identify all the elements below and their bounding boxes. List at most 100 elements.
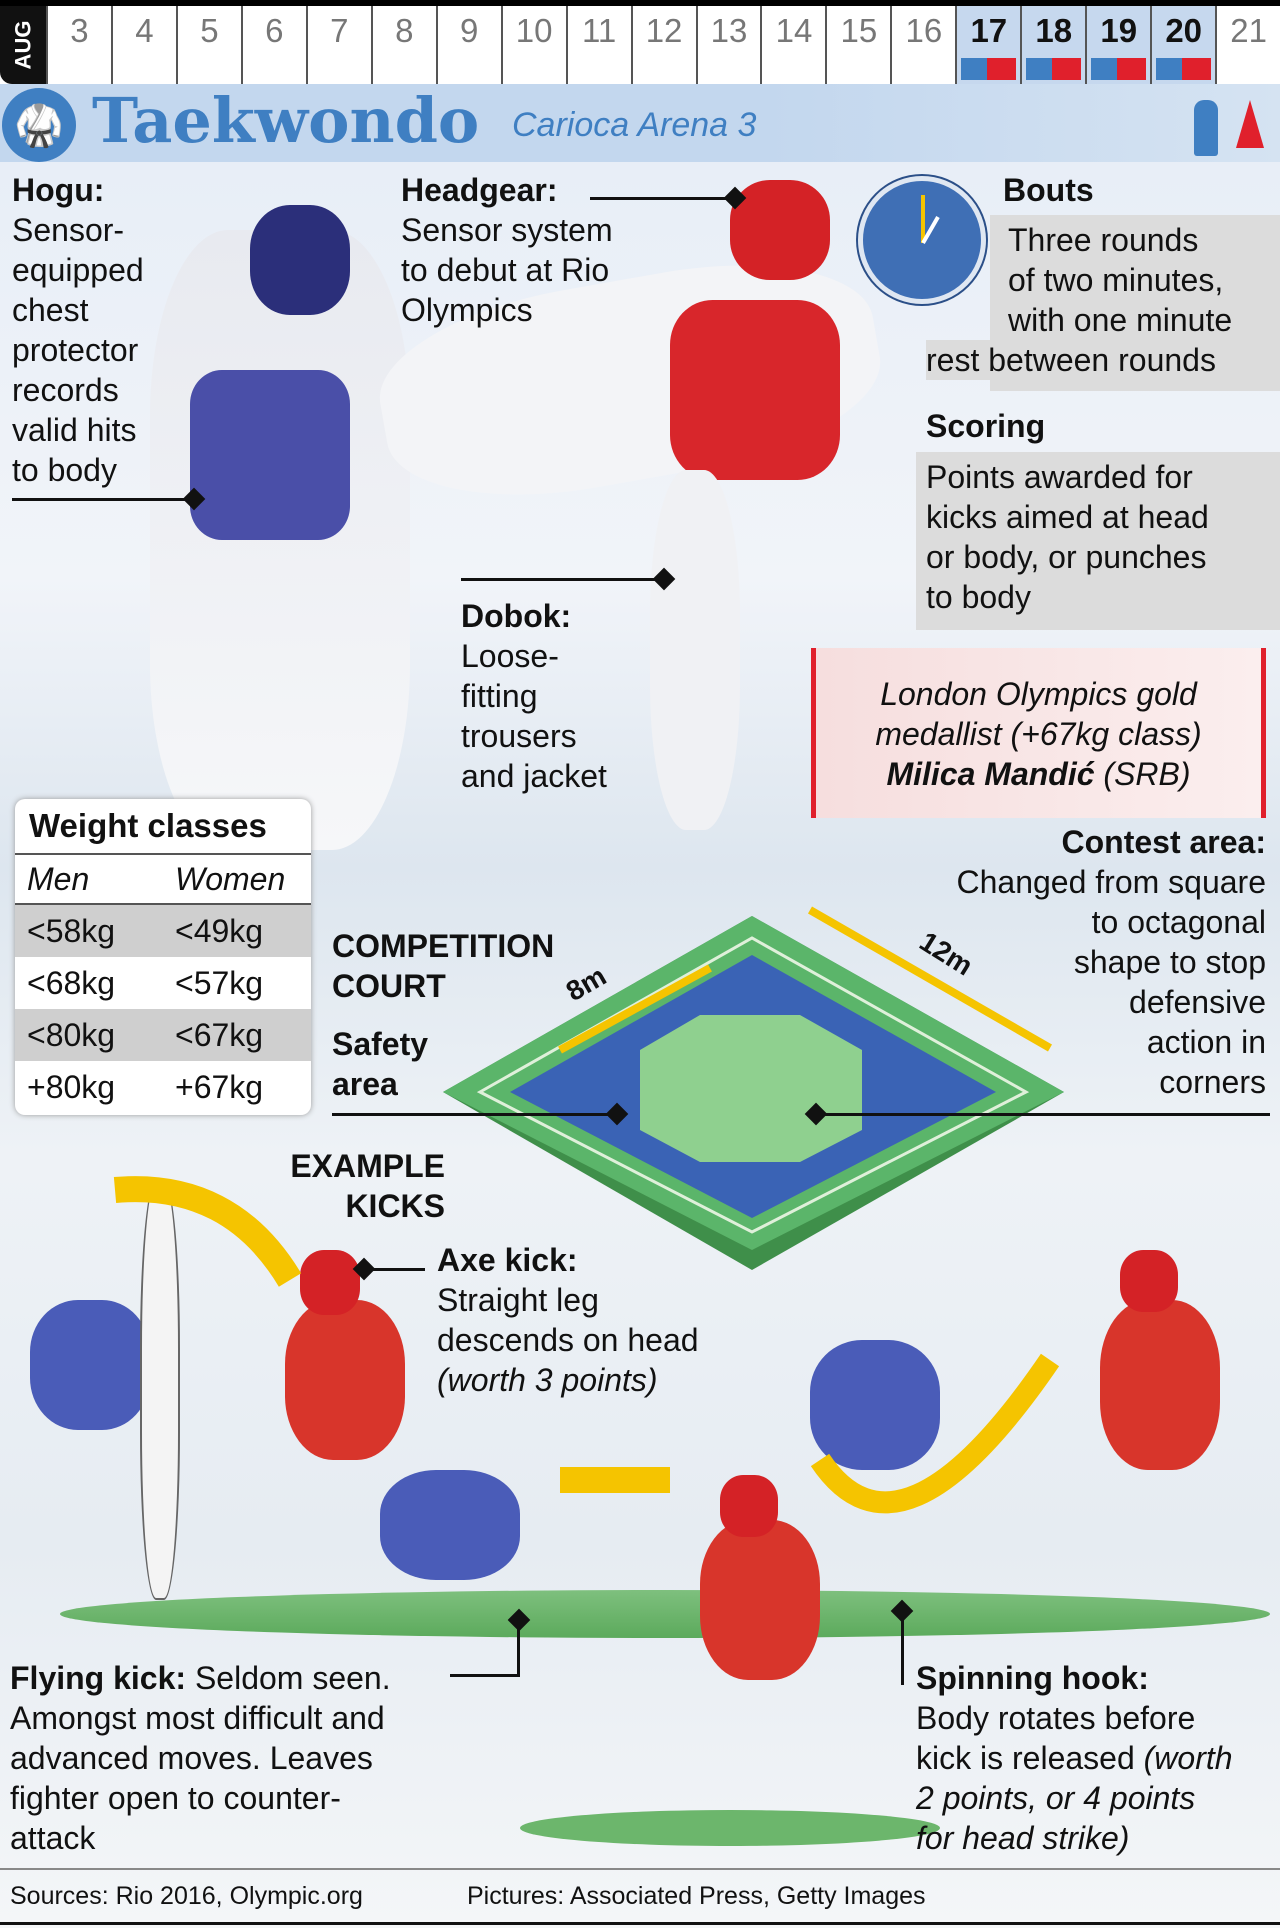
date-number: 7 [330,12,349,49]
spin-defender-head [1120,1250,1178,1312]
ground-strip-lower [520,1810,940,1846]
table-row: <68kg<57kg [27,964,264,1001]
month-label: AUG [0,6,46,84]
date-cell: 13 [695,6,761,84]
date-cell: 11 [565,6,631,84]
date-number: 5 [200,12,219,49]
footer-rule [0,1868,1280,1870]
date-number: 3 [70,12,89,49]
men-event-marker [1091,58,1121,80]
safety-leader-line [332,1113,617,1116]
men-icon [1194,100,1218,156]
venue: Carioca Arena 3 [512,106,757,144]
date-number: 11 [581,12,617,49]
date-cell: 21 [1215,6,1280,84]
date-cell: 3 [46,6,111,84]
table-row: +80kg+67kg [27,1068,264,1105]
date-cell: 14 [760,6,825,84]
date-cell: 12 [630,6,696,84]
date-number: 6 [265,12,284,49]
flying-defender-red [700,1520,820,1680]
date-cell: 19 [1085,6,1151,84]
fighter-blue-headgear [250,205,350,315]
date-cell: 8 [370,6,436,84]
date-number: 8 [395,12,414,49]
date-number: 15 [840,12,878,49]
dobok-leader-line [461,578,661,581]
date-number: 20 [1165,12,1203,49]
date-number: 12 [645,12,683,49]
date-cell: 15 [825,6,890,84]
fighter-red-headgear [730,180,830,280]
table-row: <80kg<67kg [15,1009,311,1061]
date-number: 4 [135,12,154,49]
axe-attacker-blue [30,1300,150,1430]
date-number: 19 [1100,12,1138,49]
date-cell: 7 [305,6,371,84]
fighter-red-hogu [670,300,840,480]
men-event-marker [961,58,991,80]
sources-credit: Sources: Rio 2016, Olympic.org [10,1882,363,1910]
date-cell: 5 [175,6,241,84]
weight-classes-title: Weight classes [29,807,267,844]
headgear-leader-line [590,197,735,200]
axe-attacker-leg [140,1180,180,1600]
date-cell: 10 [500,6,566,84]
date-number: 10 [515,12,553,49]
women-event-marker [987,58,1017,80]
flying-defender-head [720,1475,778,1537]
date-number: 14 [775,12,813,49]
women-icon [1236,100,1264,148]
hogu-leader-line [12,498,192,501]
medallist-name: Milica Mandić [886,756,1095,792]
date-cell: 4 [110,6,176,84]
court-diagram [443,906,1064,1270]
clock-icon [858,176,986,304]
table-row: <58kg<49kg [15,905,311,957]
date-number: 16 [905,12,943,49]
men-event-marker [1026,58,1056,80]
spin-defender-red [1100,1300,1220,1470]
flying-attacker-blue [380,1470,520,1580]
octagon-area [640,1015,862,1162]
page-title: Taekwondo [92,84,480,157]
date-cell: 9 [435,6,501,84]
axe-defender-head [300,1250,360,1315]
flying-leader-line [450,1620,520,1677]
arrow-8m [558,964,712,1054]
spinning-leader-line [901,1610,904,1685]
kick-motion-arrows [113,1176,1060,1514]
date-number: 17 [970,12,1008,49]
date-cell: 16 [890,6,955,84]
spinning-hook-label: Spinning hook: Body rotates before kick … [916,1660,1233,1856]
date-cell: 6 [240,6,306,84]
medallist-callout: London Olympics gold medallist (+67kg cl… [811,648,1266,818]
women-event-marker [1182,58,1212,80]
date-number: 13 [710,12,748,49]
contest-leader-line [816,1113,1270,1116]
axe-kick-arrow [113,1176,302,1287]
bouts-heading: Bouts [1003,172,1094,208]
axe-defender-red [285,1300,405,1460]
court-line [476,936,1030,1234]
fighter-blue-hogu [190,370,350,540]
taekwondo-pictogram-icon: 🥋 [2,88,76,162]
header-band: 🥋 Taekwondo Carioca Arena 3 [0,84,1280,162]
arrow-12m [808,906,1052,1052]
fighter-red-leg [650,470,740,830]
spinning-hook-arrow [810,1353,1060,1514]
ground-strip [60,1590,1270,1638]
women-event-marker [1117,58,1147,80]
axe-leader-line [370,1268,425,1271]
